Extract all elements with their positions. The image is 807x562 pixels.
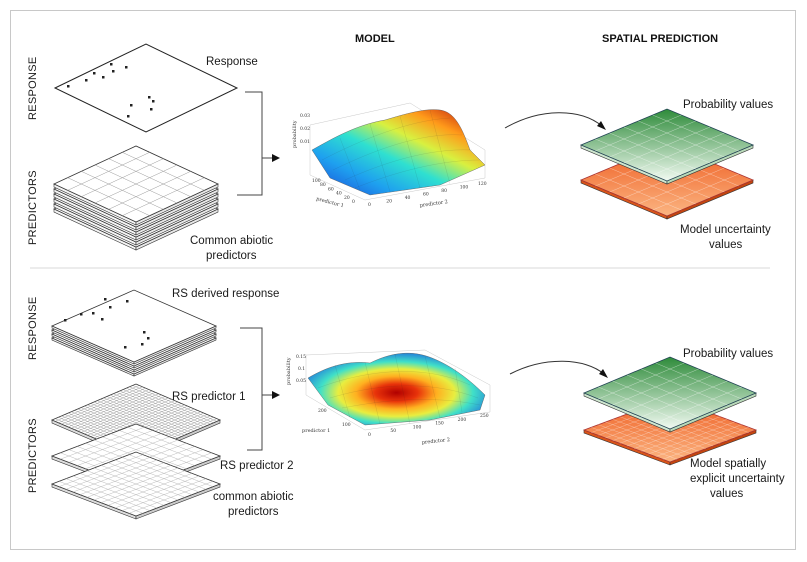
bottom-side-predictors: PREDICTORS — [27, 418, 39, 493]
top-surface-mesh — [321, 109, 481, 193]
header-spatial-prediction: SPATIAL PREDICTION — [602, 33, 718, 45]
top-curved-arrow — [504, 112, 603, 129]
top-side-response: RESPONSE — [27, 56, 39, 120]
bottom-probability-label: Probability values — [683, 348, 773, 360]
bottom-response-label: RS derived response — [172, 288, 279, 300]
bottom-y-tick: 0 — [368, 432, 371, 438]
top-zlabel: probability — [292, 120, 298, 148]
top-ylabel: predictor 2 — [419, 199, 448, 209]
top-side-predictors: PREDICTORS — [27, 170, 39, 245]
top-x-tick: 0 — [352, 199, 355, 205]
bottom-xlabel: predictor 1 — [302, 428, 330, 434]
top-x-tick: 80 — [320, 182, 326, 188]
bottom-x-tick: 200 — [318, 408, 327, 414]
bottom-uncertainty-label-2: explicit uncertainty — [690, 473, 785, 485]
bottom-plot-box — [305, 349, 491, 431]
header-model: MODEL — [355, 33, 395, 45]
bottom-uncertainty-label-3: values — [710, 488, 743, 500]
top-x-tick: 100 — [312, 178, 321, 184]
bottom-zlabel: probability — [286, 357, 292, 385]
bottom-occurrence-points — [64, 298, 150, 349]
bottom-y-tick: 150 — [435, 421, 444, 427]
top-response-layer — [53, 43, 239, 133]
bottom-uncertainty-label-1: Model spatially — [690, 458, 766, 470]
bottom-curved-arrow — [509, 360, 605, 375]
top-predictors-label-1: Common abiotic — [190, 235, 273, 247]
top-model-plot: 0.03 0.02 0.01 probability 100806040200 … — [292, 102, 487, 209]
common-abiotic-grid — [50, 451, 222, 520]
bottom-side-response: RESPONSE — [27, 296, 39, 360]
top-x-tick: 40 — [336, 191, 342, 197]
bottom-ylabel: predictor 2 — [422, 437, 451, 446]
bottom-response-layer — [51, 289, 217, 365]
bottom-model-plot: 0.15 0.1 0.05 probability 200 100 0 50 100 1… — [286, 349, 491, 446]
top-bracket — [237, 91, 276, 196]
top-y-tick: 60 — [423, 192, 429, 198]
common-abiotic-layer — [50, 451, 222, 520]
bottom-x-tick: 100 — [342, 422, 351, 428]
top-zticks-2: 0.01 — [300, 139, 310, 145]
bottom-curved-arrow-head — [599, 369, 608, 378]
bottom-probability-layer — [582, 356, 758, 433]
top-probability-surface — [311, 109, 486, 196]
top-zticks-1: 0.02 — [300, 126, 310, 132]
bottom-zticks-2: 0.05 — [296, 378, 306, 384]
bottom-response-stack — [51, 289, 217, 377]
top-y-tick: 100 — [460, 185, 469, 191]
rs-predictor-1-grid — [50, 383, 222, 460]
top-response-label: Response — [206, 56, 258, 68]
top-arrow-to-model — [272, 154, 280, 162]
bottom-y-tick: 100 — [413, 424, 422, 430]
bottom-prediction-layers — [582, 356, 758, 466]
bottom-probability-surface — [307, 352, 486, 426]
top-uncertainty-label-2: values — [709, 239, 742, 251]
top-xlabel: predictor 1 — [315, 196, 344, 209]
top-probability-label: Probability values — [683, 99, 773, 111]
top-y-tick: 80 — [441, 188, 447, 194]
bottom-y-tick: 200 — [458, 417, 467, 423]
common-abiotic-label-1: common abiotic — [213, 491, 294, 503]
top-x-tick: 20 — [344, 195, 350, 201]
top-predictor-stack — [53, 145, 219, 251]
bottom-y-tick: 250 — [480, 413, 489, 419]
rs-predictor-2-label: RS predictor 2 — [220, 460, 294, 472]
top-y-tick: 120 — [478, 181, 487, 187]
top-curved-arrow-head — [597, 121, 606, 130]
bottom-bracket — [240, 327, 276, 451]
top-prediction-layers — [579, 108, 755, 220]
bottom-arrow-to-model — [272, 391, 280, 399]
top-y-tick: 20 — [386, 199, 392, 205]
bottom-y-tick: 50 — [390, 428, 396, 434]
rs-predictor-1-layer — [50, 383, 222, 460]
top-zticks-0: 0.03 — [300, 113, 310, 119]
top-probability-layer — [579, 108, 755, 185]
top-predictors-label-2: predictors — [206, 250, 257, 262]
bottom-zticks-1: 0.1 — [298, 366, 305, 372]
bottom-zticks-0: 0.15 — [296, 354, 306, 360]
top-y-tick: 40 — [405, 195, 411, 201]
top-x-tick: 60 — [328, 186, 334, 192]
top-predictor-grid — [53, 145, 219, 226]
occurrence-points — [67, 63, 155, 118]
rs-predictor-1-label: RS predictor 1 — [172, 391, 246, 403]
common-abiotic-label-2: predictors — [228, 506, 279, 518]
top-y-tick: 0 — [368, 202, 371, 208]
top-uncertainty-label-1: Model uncertainty — [680, 224, 771, 236]
